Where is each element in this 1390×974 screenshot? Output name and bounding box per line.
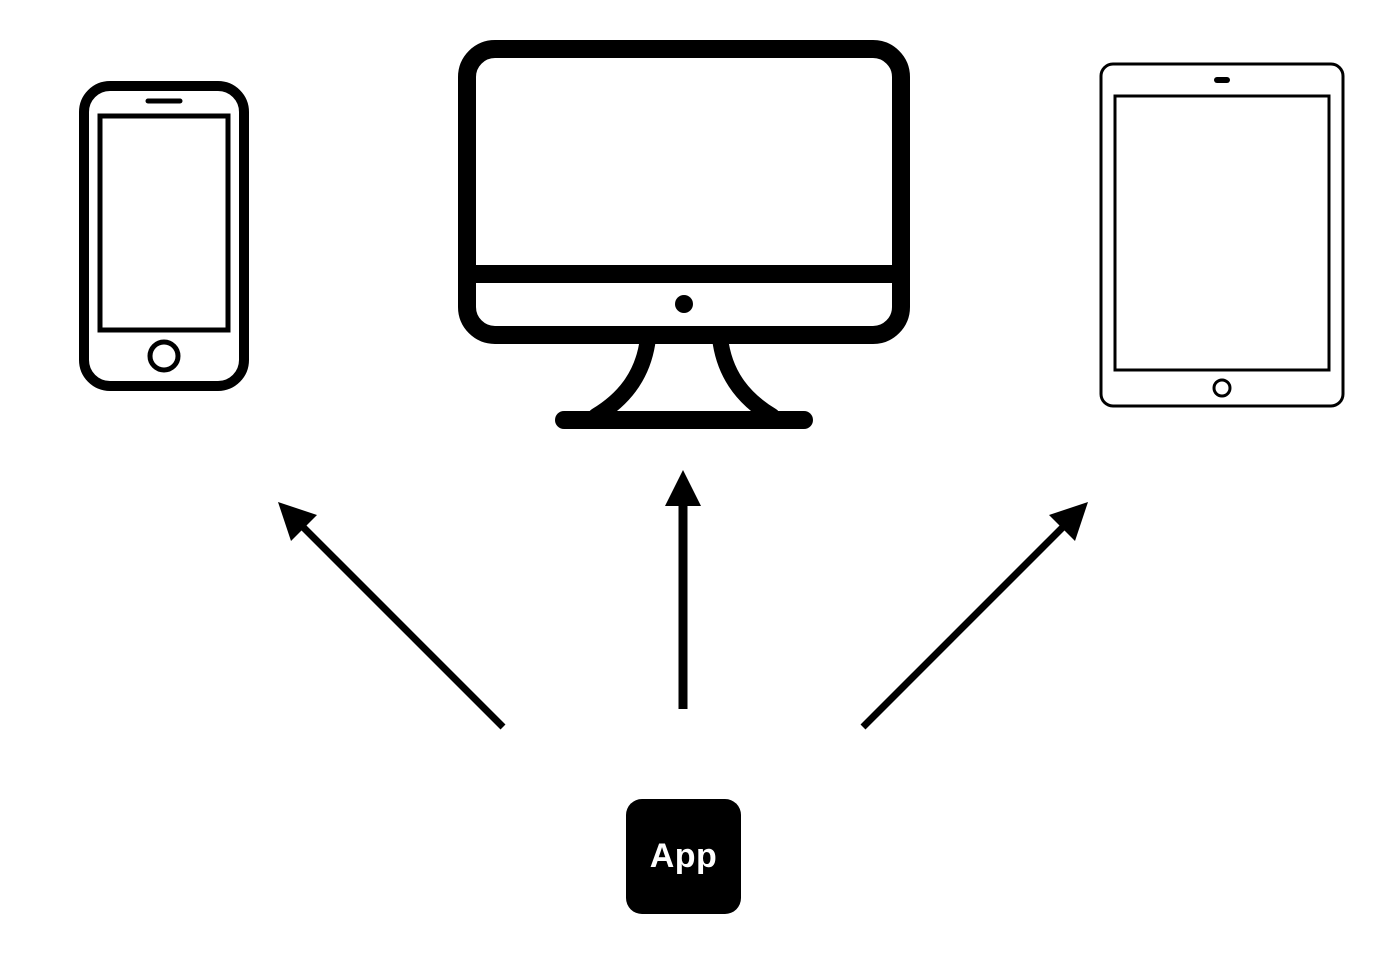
tablet-icon (1099, 62, 1345, 408)
arrow-to-smartphone (278, 502, 506, 730)
desktop-monitor-icon (458, 40, 910, 429)
app-label: App (649, 837, 718, 875)
arrow-to-desktop (665, 470, 701, 709)
app-tile[interactable]: App (626, 799, 741, 914)
arrow-to-tablet (860, 502, 1088, 730)
smartphone-icon (79, 81, 249, 391)
